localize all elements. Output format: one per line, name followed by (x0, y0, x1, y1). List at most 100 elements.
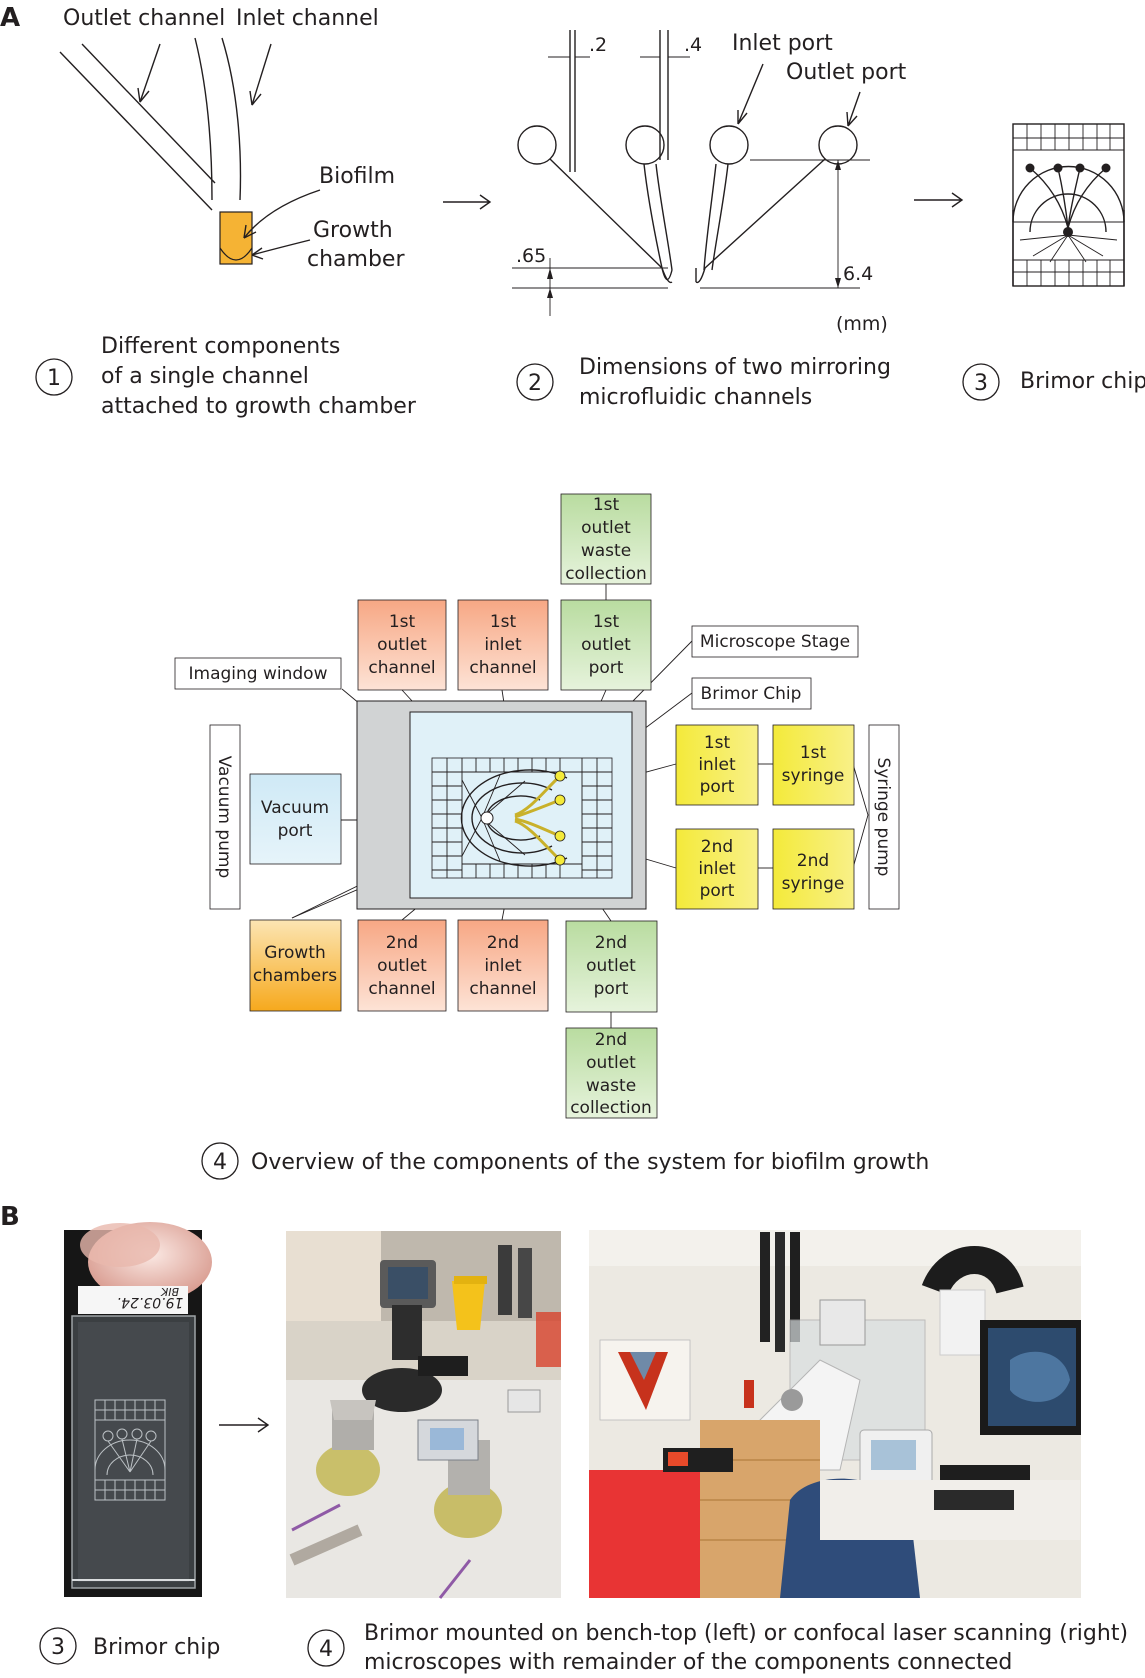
svg-text:2nd: 2nd (595, 933, 627, 953)
brimor-chip-photo: 19.03.24. BIK (64, 1222, 212, 1597)
box-1st-outlet-port: 1st outlet port (560, 599, 652, 691)
photo-caption-4-line-2: microscopes with remainder of the compon… (364, 1650, 1012, 1675)
svg-text:Vacuum pump: Vacuum pump (214, 756, 234, 879)
chamber-label: chamber (307, 247, 405, 272)
svg-text:waste: waste (586, 1076, 636, 1096)
box-2nd-inlet-port: 2nd inlet port (675, 828, 759, 910)
step-3b-number: 3 (51, 1635, 65, 1660)
brimor-chip-schematic (1012, 123, 1125, 287)
svg-text:channel: channel (469, 979, 536, 999)
box-1st-outlet-waste-collection: 1st outlet waste collection (560, 493, 652, 585)
svg-text:1st: 1st (593, 495, 620, 515)
step-1-caption-line-2: of a single channel (101, 364, 309, 389)
box-growth-chambers: Growth chambers (249, 919, 342, 1012)
svg-text:outlet: outlet (377, 635, 427, 655)
box-syringe-pump: Syringe pump (868, 724, 900, 910)
dim-02-label: .2 (589, 34, 607, 56)
box-1st-inlet-channel: 1st inlet channel (457, 599, 549, 691)
unit-label: (mm) (836, 313, 888, 335)
svg-text:inlet: inlet (698, 755, 736, 775)
svg-text:2nd: 2nd (386, 933, 418, 953)
step-1-caption-line-3: attached to growth chamber (101, 394, 417, 419)
growth-label: Growth (313, 218, 393, 243)
svg-text:Vacuum: Vacuum (261, 798, 329, 818)
box-2nd-outlet-channel: 2nd outlet channel (357, 919, 447, 1012)
step-2-caption-line-2: microfluidic channels (579, 385, 812, 410)
box-vacuum-port: Vacuum port (249, 773, 342, 865)
svg-text:outlet: outlet (586, 956, 636, 976)
overview-caption: Overview of the components of the system… (251, 1150, 929, 1175)
step-3b-circle-icon (39, 1627, 77, 1665)
bench-top-microscope-photo (286, 1231, 561, 1599)
svg-text:2nd: 2nd (595, 1030, 627, 1050)
confocal-microscope-photo (589, 1230, 1081, 1598)
arrow-right-icon (219, 1417, 270, 1433)
box-1st-inlet-port: 1st inlet port (675, 724, 759, 806)
svg-text:outlet: outlet (586, 1053, 636, 1073)
step-1-number: 1 (47, 366, 61, 391)
svg-text:1st: 1st (490, 612, 517, 632)
step-1-circle-icon (35, 358, 73, 396)
step-2-number: 2 (528, 371, 542, 396)
svg-text:outlet: outlet (377, 956, 427, 976)
svg-text:chambers: chambers (253, 966, 337, 986)
svg-text:inlet: inlet (484, 635, 522, 655)
svg-text:syringe: syringe (782, 874, 845, 894)
svg-text:1st: 1st (800, 743, 827, 763)
photo-caption-3: Brimor chip (93, 1635, 220, 1660)
svg-text:outlet: outlet (581, 635, 631, 655)
svg-text:Growth: Growth (264, 943, 326, 963)
svg-text:Imaging window: Imaging window (189, 664, 328, 684)
svg-text:port: port (278, 821, 313, 841)
biofilm-label: Biofilm (319, 164, 395, 189)
svg-text:Brimor Chip: Brimor Chip (701, 684, 802, 704)
box-1st-syringe: 1st syringe (772, 724, 855, 806)
svg-text:2nd: 2nd (701, 837, 733, 857)
box-vacuum-pump: Vacuum pump (209, 724, 241, 910)
svg-text:inlet: inlet (698, 859, 736, 879)
mirroring-channels-drawing (512, 30, 870, 316)
svg-text:channel: channel (368, 979, 435, 999)
svg-text:waste: waste (581, 541, 631, 561)
svg-text:channel: channel (469, 658, 536, 678)
step-4-number: 4 (213, 1150, 227, 1175)
svg-text:syringe: syringe (782, 766, 845, 786)
outlet-channel-label: Outlet channel (63, 6, 225, 31)
panel-label-b: B (0, 1202, 20, 1232)
dim-64-label: 6.4 (843, 263, 873, 285)
inlet-port-label: Inlet port (732, 31, 833, 56)
box-imaging-window: Imaging window (174, 657, 342, 690)
step-3-caption: Brimor chip (1020, 369, 1145, 394)
step-4b-number: 4 (319, 1637, 333, 1662)
svg-text:1st: 1st (704, 733, 731, 753)
svg-text:port: port (589, 658, 624, 678)
step-2-circle-icon (516, 363, 554, 401)
svg-text:BIK: BIK (160, 1285, 179, 1298)
arrow-right-icon (443, 194, 492, 210)
outlet-port-label: Outlet port (786, 60, 907, 85)
box-2nd-outlet-waste-collection: 2nd outlet waste collection (565, 1027, 658, 1119)
svg-text:2nd: 2nd (487, 933, 519, 953)
brimor-chip-overview (356, 700, 647, 910)
step-2-caption-line-1: Dimensions of two mirroring (579, 355, 891, 380)
panel-label-a: A (0, 3, 20, 33)
step-1-caption-line-1: Different components (101, 334, 340, 359)
arrow-right-icon (914, 192, 964, 208)
svg-text:2nd: 2nd (797, 851, 829, 871)
box-2nd-outlet-port: 2nd outlet port (565, 920, 658, 1013)
step-4b-circle-icon (307, 1629, 345, 1667)
box-microscope-stage: Microscope Stage (691, 625, 859, 658)
svg-text:port: port (594, 979, 629, 999)
photo-caption-4-line-1: Brimor mounted on bench-top (left) or co… (364, 1621, 1128, 1646)
svg-text:1st: 1st (389, 612, 416, 632)
step-3-number: 3 (974, 371, 988, 396)
svg-text:port: port (700, 881, 735, 901)
svg-text:port: port (700, 777, 735, 797)
svg-text:19.03.24.: 19.03.24. (117, 1294, 184, 1310)
step-4-circle-icon (201, 1142, 239, 1180)
step-3-circle-icon (962, 363, 1000, 401)
svg-text:outlet: outlet (581, 518, 631, 538)
inlet-channel-label: Inlet channel (236, 6, 379, 31)
dim-04-label: .4 (684, 34, 702, 56)
box-2nd-inlet-channel: 2nd inlet channel (457, 919, 549, 1012)
